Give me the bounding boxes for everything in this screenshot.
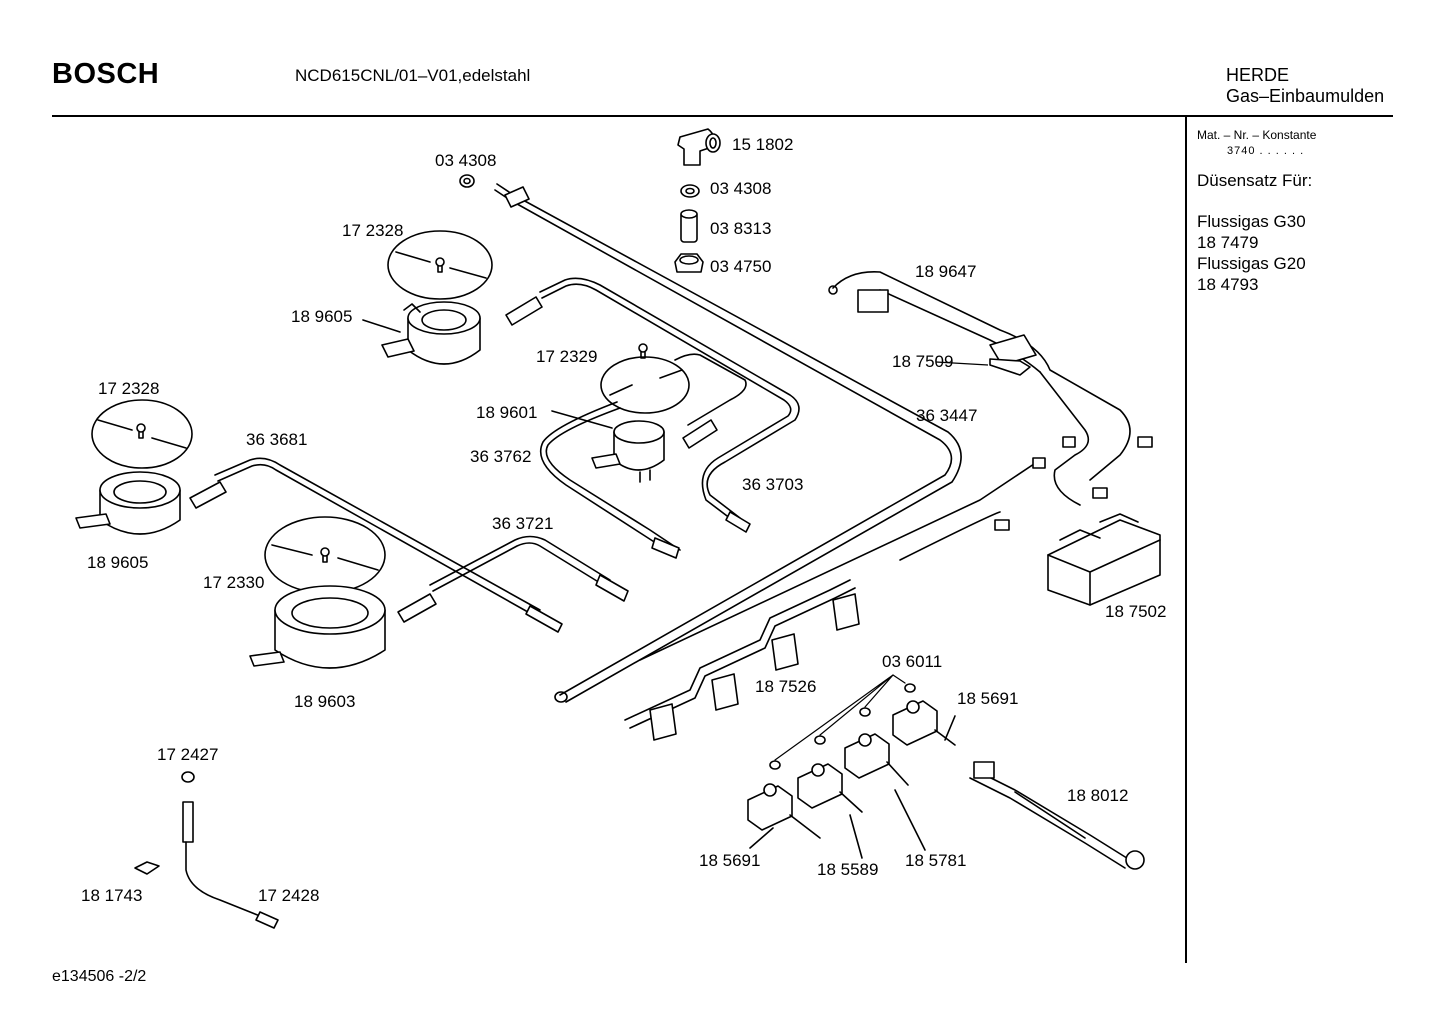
part-label: 17 2330: [203, 573, 264, 592]
part-label: 36 3762: [470, 447, 531, 466]
pipe-363703: [674, 353, 747, 449]
part-label: 18 5691: [699, 851, 760, 870]
burner-bottom: [249, 585, 386, 669]
header-divider: [52, 115, 1393, 117]
washer-6011-d: [904, 683, 916, 693]
nozzle-part-2: 18 4793: [1197, 275, 1259, 294]
thermocouple-tube: [969, 761, 1145, 870]
diagram-code: e134506 -2/2: [52, 968, 147, 985]
pipe-363762: [539, 401, 681, 559]
nozzle-gas-1: Flussigas G30: [1197, 212, 1306, 231]
part-label: 03 4308: [710, 179, 771, 198]
ignition-harness: [639, 271, 1153, 661]
gas-tap-2: [797, 763, 863, 813]
nozzle-part: [680, 209, 698, 243]
washer-left: [459, 174, 475, 188]
part-label: 18 9601: [476, 403, 537, 422]
injector-pipe-upper: [505, 277, 800, 533]
model-number: NCD615CNL/01–V01,edelstahl: [295, 66, 531, 85]
part-label: 36 3447: [916, 406, 977, 425]
spark-generator: [1047, 513, 1161, 606]
clip-181743: [134, 861, 160, 875]
category-line-1: HERDE: [1226, 65, 1290, 85]
part-label: 18 7526: [755, 677, 816, 696]
part-label: 18 5691: [957, 689, 1018, 708]
washer-6011-b: [814, 735, 826, 745]
mat-number-value: 3740 . . . . . .: [1227, 145, 1305, 157]
ignition-electrode: [182, 801, 279, 929]
part-label: 17 2329: [536, 347, 597, 366]
gas-tap-3: [844, 733, 909, 786]
electrode-rail: [624, 579, 860, 741]
part-label: 18 7502: [1105, 602, 1166, 621]
burner-cap-top: [387, 230, 493, 300]
part-label: 17 2328: [98, 379, 159, 398]
clip-187509: [989, 358, 1031, 376]
part-label: 15 1802: [732, 135, 793, 154]
part-label: 36 3721: [492, 514, 553, 533]
part-label: 03 4750: [710, 257, 771, 276]
part-label: 18 9605: [291, 307, 352, 326]
gas-tap-4: [892, 700, 956, 746]
burner-middle: [591, 420, 665, 483]
part-label: 18 9605: [87, 553, 148, 572]
main-gas-pipe: [494, 183, 962, 703]
elbow-fitting: [677, 128, 721, 166]
burner-cap-middle: [600, 343, 690, 414]
nozzle-gas-2: Flussigas G20: [1197, 254, 1306, 273]
part-label: 03 6011: [882, 652, 942, 671]
mat-number-label: Mat. – Nr. – Konstante: [1197, 128, 1317, 142]
part-label: 18 9603: [294, 692, 355, 711]
part-label: 18 5781: [905, 851, 966, 870]
part-label: 18 9647: [915, 262, 976, 281]
washer-6011-c: [859, 707, 871, 717]
electrode-washer: [181, 771, 195, 783]
burner-top: [381, 301, 481, 365]
gas-tap-1: [747, 783, 821, 839]
part-label: 18 7509: [892, 352, 953, 371]
part-label: 17 2427: [157, 745, 218, 764]
part-label: 18 1743: [81, 886, 142, 905]
nut-part: [674, 253, 704, 273]
washer-right: [680, 184, 700, 198]
burner-left: [75, 471, 181, 535]
exploded-parts-diagram: 15 1802 03 4308 03 4308 03 8313 03 4750 …: [75, 128, 1166, 929]
part-label: 17 2328: [342, 221, 403, 240]
washer-6011-a: [769, 760, 781, 770]
category-line-2: Gas–Einbaumulden: [1226, 86, 1385, 106]
part-label: 18 5589: [817, 860, 878, 879]
pipe-363721: [397, 535, 629, 623]
nozzle-set-title: Düsensatz Für:: [1197, 171, 1313, 190]
part-label: 03 8313: [710, 219, 771, 238]
burner-cap-left: [91, 399, 193, 469]
brand-logo: BOSCH: [52, 58, 160, 90]
nozzle-part-1: 18 7479: [1197, 233, 1259, 252]
part-label: 36 3681: [246, 430, 307, 449]
sidebar-divider: [1185, 117, 1187, 963]
pipe-363681: [189, 457, 563, 633]
part-label: 17 2428: [258, 886, 319, 905]
part-label: 03 4308: [435, 151, 496, 170]
part-label: 18 8012: [1067, 786, 1128, 805]
part-label: 36 3703: [742, 475, 803, 494]
burner-cap-bottom: [264, 516, 386, 594]
